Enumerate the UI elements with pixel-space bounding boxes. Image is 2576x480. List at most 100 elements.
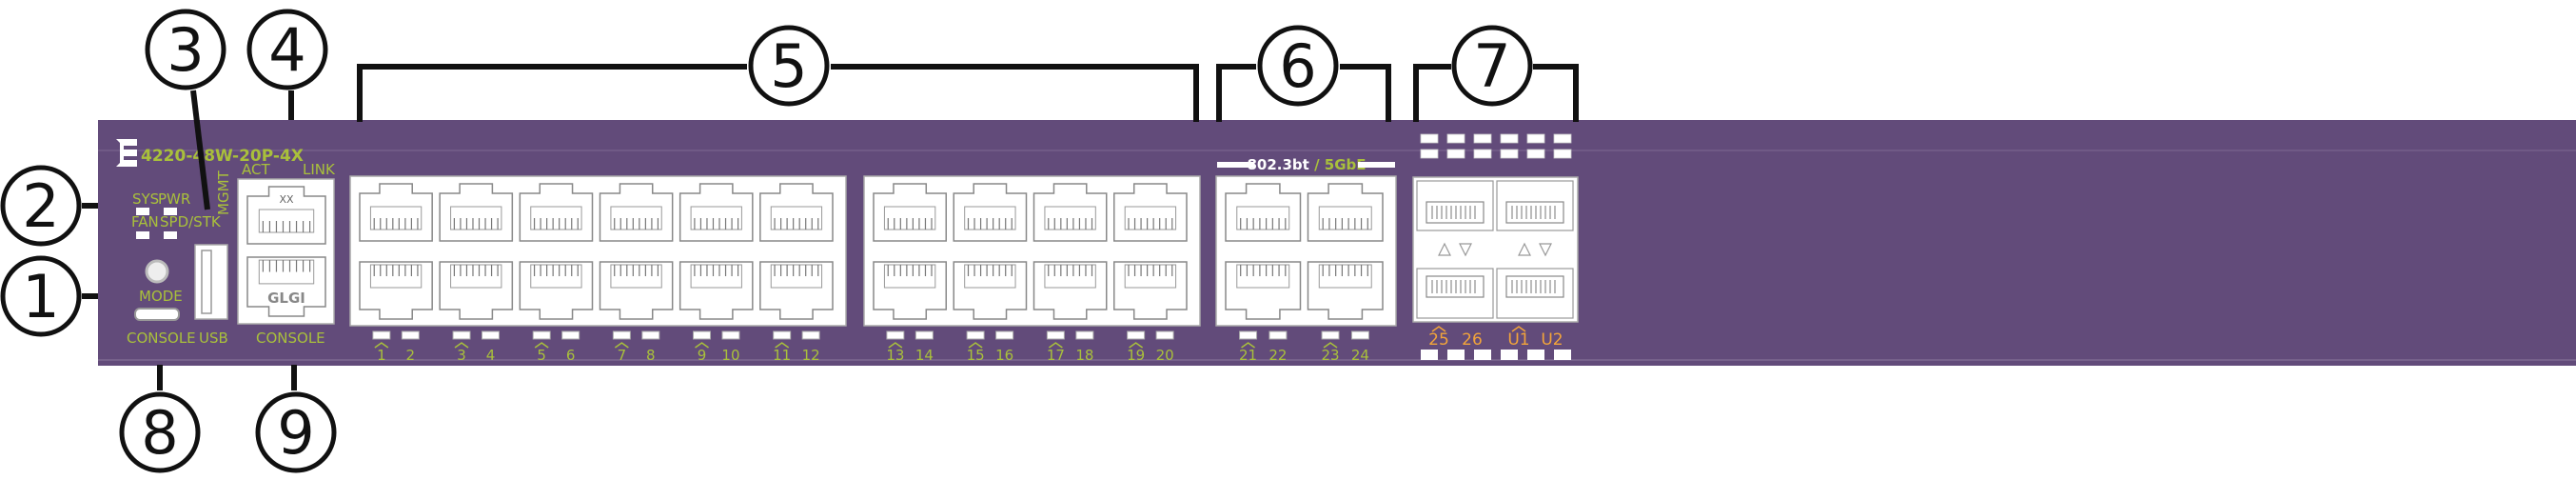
console-port-marking: GLGI (267, 290, 305, 307)
sfp-connector (1426, 201, 1485, 224)
rj45-port-24[interactable] (1307, 261, 1384, 320)
rj45-contacts (369, 264, 423, 289)
stack-chevron-icon (695, 342, 709, 349)
callout-6-bracket (1216, 64, 1391, 122)
rj45-port-9[interactable] (678, 183, 754, 242)
mode-label: MODE (139, 288, 183, 305)
sfp-status-led (1473, 133, 1492, 144)
stack-chevron-icon (968, 342, 983, 349)
sfp-port-led (1447, 350, 1465, 360)
sfp-port-led (1527, 350, 1544, 360)
rj45-port-outline (953, 183, 1028, 242)
callout-circle (1451, 25, 1533, 107)
console-rj45-port[interactable] (246, 256, 326, 317)
mode-button[interactable] (145, 259, 169, 284)
port-label-3: 3 (457, 347, 466, 364)
rj45-port-outline (1225, 183, 1302, 242)
rj45-port-outline (439, 183, 514, 242)
rj45-port-8[interactable] (599, 261, 674, 320)
rj45-port-5[interactable] (519, 183, 594, 242)
port-led-7 (612, 330, 631, 340)
stack-chevron-icon (454, 342, 469, 349)
rj45-port-outline (1113, 261, 1188, 320)
sfp-label-25: 25 (1428, 330, 1449, 350)
console-micro-label: CONSOLE (127, 330, 196, 347)
callout-number: 2 (22, 171, 59, 241)
stack-chevron-icon (1048, 342, 1063, 349)
sfp-label-U1: U1 (1507, 330, 1529, 350)
rj45-port-22[interactable] (1225, 261, 1302, 320)
rj45-port-7[interactable] (599, 183, 674, 242)
callout-circle (748, 25, 830, 107)
sfp-cage-26[interactable] (1416, 268, 1494, 319)
port-label-4: 4 (486, 347, 496, 364)
rj45-port-outline (246, 186, 326, 245)
triangle-down-icon (1459, 243, 1472, 257)
rj45-port-16[interactable] (953, 261, 1028, 320)
callout-3-leader (190, 90, 210, 210)
port-led-6 (561, 330, 580, 340)
port-led-18 (1075, 330, 1094, 340)
callout-number: 7 (1473, 31, 1510, 101)
rj45-port-4[interactable] (439, 261, 514, 320)
rj45-contacts (450, 264, 502, 289)
sfp-cage-U1[interactable] (1496, 180, 1574, 231)
rj45-port-6[interactable] (519, 261, 594, 320)
port-label-7: 7 (618, 347, 627, 364)
sfp-connector (1505, 275, 1564, 298)
pwr-label: PWR (158, 190, 190, 208)
callout-number: 5 (770, 31, 807, 101)
mgmt-port[interactable] (246, 186, 326, 245)
rj45-port-3[interactable] (439, 183, 514, 242)
sfp-label-26: 26 (1462, 330, 1483, 350)
port-led-2 (401, 330, 420, 340)
rj45-port-10[interactable] (678, 261, 754, 320)
rj45-port-13[interactable] (873, 183, 947, 242)
rj45-port-1[interactable] (359, 183, 433, 242)
rj45-port-20[interactable] (1113, 261, 1188, 320)
sfp-status-led (1500, 149, 1519, 159)
rj45-port-12[interactable] (759, 261, 834, 320)
rj45-port-2[interactable] (359, 261, 433, 320)
port-led-1 (372, 330, 391, 340)
poe-standard: 802.3bt (1247, 156, 1308, 173)
port-label-18: 18 (1075, 347, 1093, 364)
port-label-9: 9 (698, 347, 707, 364)
stack-chevron-icon (1431, 326, 1446, 332)
sfp-cage-U2[interactable] (1496, 268, 1574, 319)
port-led-11 (773, 330, 792, 340)
port-led-3 (452, 330, 471, 340)
rj45-port-15[interactable] (953, 183, 1028, 242)
sfp-status-led (1420, 133, 1439, 144)
port-label-23: 23 (1322, 347, 1340, 364)
port-led-4 (481, 330, 500, 340)
port-led-9 (693, 330, 712, 340)
port-label-14: 14 (915, 347, 934, 364)
sfp-cage-25[interactable] (1416, 180, 1494, 231)
port-led-22 (1268, 330, 1288, 340)
stack-chevron-icon (1511, 326, 1526, 332)
rj45-contacts (610, 264, 662, 289)
rj45-port-23[interactable] (1307, 183, 1384, 242)
port-led-19 (1127, 330, 1146, 340)
port-led-17 (1046, 330, 1065, 340)
rj45-port-11[interactable] (759, 183, 834, 242)
poe-label: 802.3bt / 5GbE (1247, 156, 1366, 173)
rj45-port-19[interactable] (1113, 183, 1188, 242)
rj45-port-outline (1113, 183, 1188, 242)
micro-usb-console-port[interactable] (134, 308, 180, 321)
triangle-down-icon (1539, 243, 1552, 257)
rj45-port-14[interactable] (873, 261, 947, 320)
rj45-port-18[interactable] (1032, 261, 1108, 320)
rj45-port-21[interactable] (1225, 183, 1302, 242)
poe-separator: / (1309, 156, 1325, 173)
sfp-status-led (1446, 133, 1465, 144)
mgmt-label: MGMT (215, 170, 232, 215)
port-led-14 (914, 330, 934, 340)
sfp-port-led (1501, 350, 1518, 360)
port-led-20 (1155, 330, 1174, 340)
rj45-port-17[interactable] (1032, 183, 1108, 242)
callout-number: 8 (141, 398, 178, 468)
rj45-port-outline (1307, 261, 1384, 320)
